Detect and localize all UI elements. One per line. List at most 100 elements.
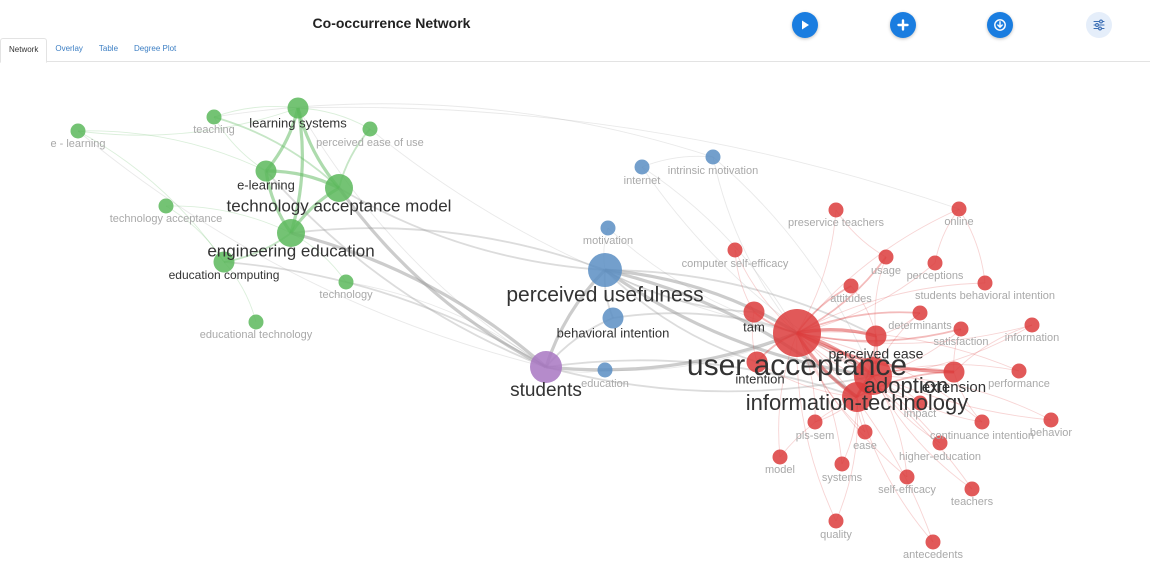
network-edge xyxy=(545,366,874,393)
network-node[interactable] xyxy=(705,149,721,165)
network-edge xyxy=(607,227,798,334)
network-edge xyxy=(223,261,547,368)
node-label: engineering education xyxy=(207,241,374,260)
node-label: computer self-efficacy xyxy=(682,258,789,270)
node-label: students behavioral intention xyxy=(915,290,1055,302)
network-node[interactable] xyxy=(600,220,616,236)
tab-network[interactable]: Network xyxy=(0,38,48,63)
network-node[interactable] xyxy=(325,174,353,202)
network-node[interactable] xyxy=(287,97,309,119)
network-node[interactable] xyxy=(843,278,859,294)
network-edge xyxy=(213,116,340,189)
network-node[interactable] xyxy=(857,424,873,440)
network-edge xyxy=(641,166,798,334)
network-node[interactable] xyxy=(634,159,650,175)
node-label: internet xyxy=(624,175,661,187)
node-label: e - learning xyxy=(50,138,105,150)
download-button[interactable] xyxy=(987,12,1013,38)
network-node[interactable] xyxy=(828,513,844,529)
node-label: students xyxy=(510,380,582,401)
network-edge xyxy=(213,103,714,158)
tab-table[interactable]: Table xyxy=(98,44,119,53)
network-node[interactable] xyxy=(158,198,174,214)
network-node[interactable] xyxy=(773,309,821,357)
node-label: technology acceptance xyxy=(110,213,223,225)
network-node[interactable] xyxy=(964,481,980,497)
network-node[interactable] xyxy=(953,321,969,337)
network-edge xyxy=(77,107,299,136)
network-edge xyxy=(872,324,1033,377)
node-label: educational technology xyxy=(200,329,313,341)
network-node[interactable] xyxy=(588,253,622,287)
network-edge xyxy=(297,107,547,368)
network-node[interactable] xyxy=(746,351,768,373)
node-label: tam xyxy=(743,319,765,334)
network-node[interactable] xyxy=(772,449,788,465)
network-node[interactable] xyxy=(602,307,624,329)
network-node[interactable] xyxy=(727,242,743,258)
network-node[interactable] xyxy=(927,255,943,271)
node-label: quality xyxy=(820,529,852,541)
network-node[interactable] xyxy=(951,201,967,217)
node-label: performance xyxy=(988,378,1050,390)
network-edge xyxy=(872,375,1052,421)
network-edge xyxy=(604,269,877,337)
network-node[interactable] xyxy=(1043,412,1059,428)
node-label: ease xyxy=(853,440,877,452)
network-node[interactable] xyxy=(1011,363,1027,379)
settings-button[interactable] xyxy=(1086,12,1112,38)
network-edge xyxy=(796,332,934,543)
network-node[interactable] xyxy=(807,414,823,430)
node-label: continuance intention xyxy=(930,430,1034,442)
network-node[interactable] xyxy=(977,275,993,291)
network-node[interactable] xyxy=(213,251,235,273)
network-node[interactable] xyxy=(1024,317,1040,333)
network-node[interactable] xyxy=(597,362,613,378)
network-node[interactable] xyxy=(530,351,562,383)
network-node[interactable] xyxy=(248,314,264,330)
network-node[interactable] xyxy=(834,456,850,472)
network-edge xyxy=(796,332,983,423)
node-label: usage xyxy=(871,265,901,277)
node-label: systems xyxy=(822,472,863,484)
network-node[interactable] xyxy=(912,395,928,411)
network-node[interactable] xyxy=(206,109,222,125)
node-label: user acceptance xyxy=(687,349,907,382)
download-icon xyxy=(994,19,1006,31)
network-node[interactable] xyxy=(974,414,990,430)
network-node[interactable] xyxy=(828,202,844,218)
network-node[interactable] xyxy=(912,305,928,321)
network-edge xyxy=(337,187,547,369)
network-node[interactable] xyxy=(277,219,305,247)
network-node[interactable] xyxy=(925,534,941,550)
network-node[interactable] xyxy=(878,249,894,265)
node-label: online xyxy=(944,216,973,228)
network-node[interactable] xyxy=(932,435,948,451)
network-edge xyxy=(545,359,858,398)
network-node[interactable] xyxy=(338,274,354,290)
network-edge xyxy=(796,332,973,490)
network-node[interactable] xyxy=(899,469,915,485)
tab-degree-plot[interactable]: Degree Plot xyxy=(134,44,177,53)
network-node[interactable] xyxy=(70,123,86,139)
network-node[interactable] xyxy=(865,325,887,347)
add-button[interactable] xyxy=(890,12,916,38)
tab-overlay[interactable]: Overlay xyxy=(55,44,83,53)
node-label: technology acceptance model xyxy=(227,196,452,215)
node-label: model xyxy=(765,464,795,476)
node-label: intention xyxy=(735,371,784,386)
network-node[interactable] xyxy=(842,382,872,412)
tab-bar: Network Overlay Table Degree Plot xyxy=(0,38,1150,63)
settings-sliders-icon xyxy=(1093,19,1105,31)
network-node[interactable] xyxy=(255,160,277,182)
node-label: e-learning xyxy=(237,177,295,192)
network-node[interactable] xyxy=(362,121,378,137)
node-label: impact xyxy=(904,408,936,420)
network-edge xyxy=(289,107,304,234)
network-edge xyxy=(297,106,960,210)
network-node[interactable] xyxy=(743,301,765,323)
network-node[interactable] xyxy=(943,361,965,383)
play-button[interactable] xyxy=(792,12,818,38)
